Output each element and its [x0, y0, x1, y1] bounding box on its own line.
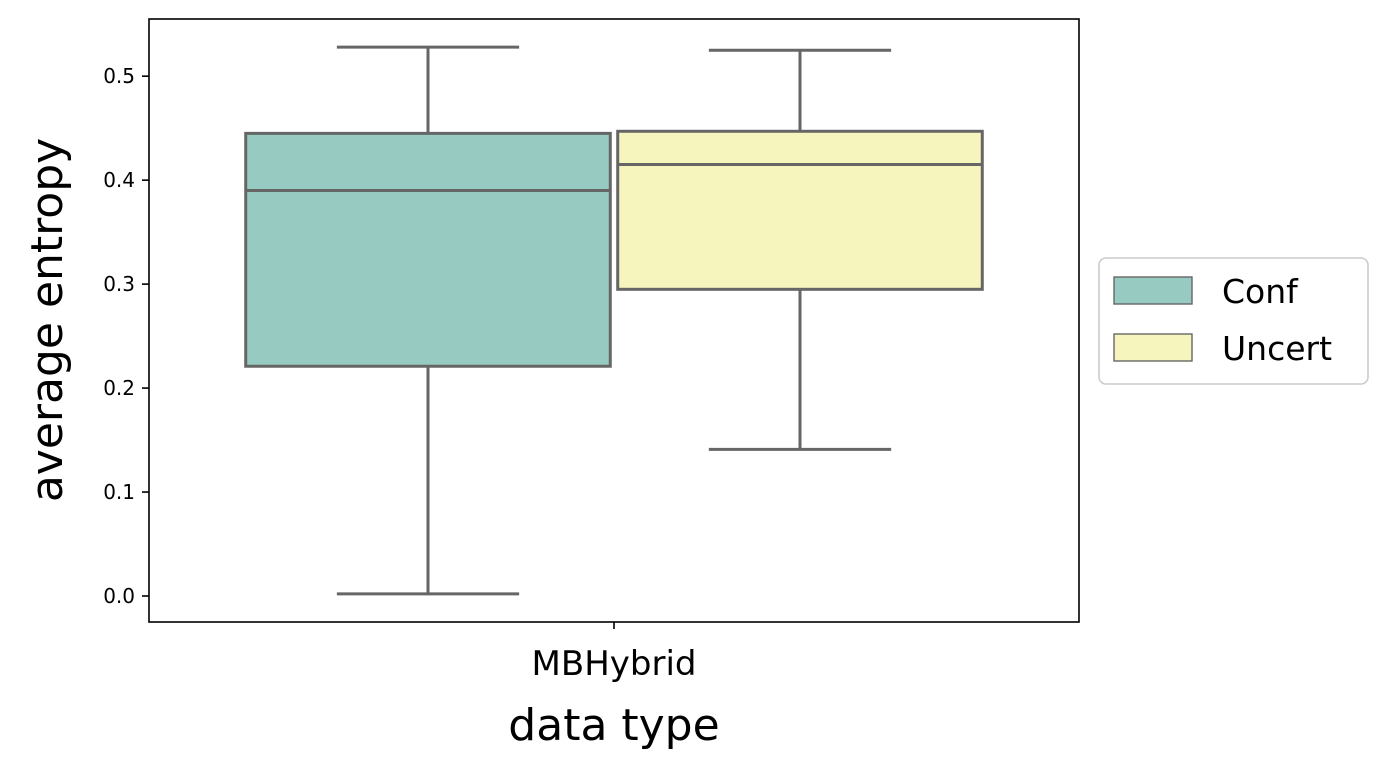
iqr-box	[244, 131, 612, 368]
y-tick-label: 0.4	[103, 168, 135, 192]
y-tick-label: 0.5	[103, 64, 135, 88]
box-conf	[244, 45, 612, 596]
y-tick-label: 0.2	[103, 376, 135, 400]
x-axis-ticks: MBHybrid	[532, 622, 697, 684]
y-axis-title: average entropy	[22, 138, 73, 502]
iqr-box	[616, 129, 984, 291]
y-axis-ticks: 0.0 0.1 0.2 0.3 0.4 0.5	[103, 64, 149, 608]
y-tick-label: 0.0	[103, 584, 135, 608]
legend-label-conf: Conf	[1222, 272, 1299, 311]
x-tick-label: MBHybrid	[532, 644, 697, 684]
box-uncert	[616, 48, 984, 451]
legend: Conf Uncert	[1098, 257, 1369, 385]
x-axis-title: data type	[508, 700, 719, 751]
legend-label-uncert: Uncert	[1222, 329, 1332, 368]
legend-swatch-uncert	[1113, 333, 1193, 362]
boxes-layer	[244, 45, 984, 596]
legend-swatch-conf	[1113, 276, 1193, 305]
y-tick-label: 0.1	[103, 480, 135, 504]
y-tick-label: 0.3	[103, 272, 135, 296]
